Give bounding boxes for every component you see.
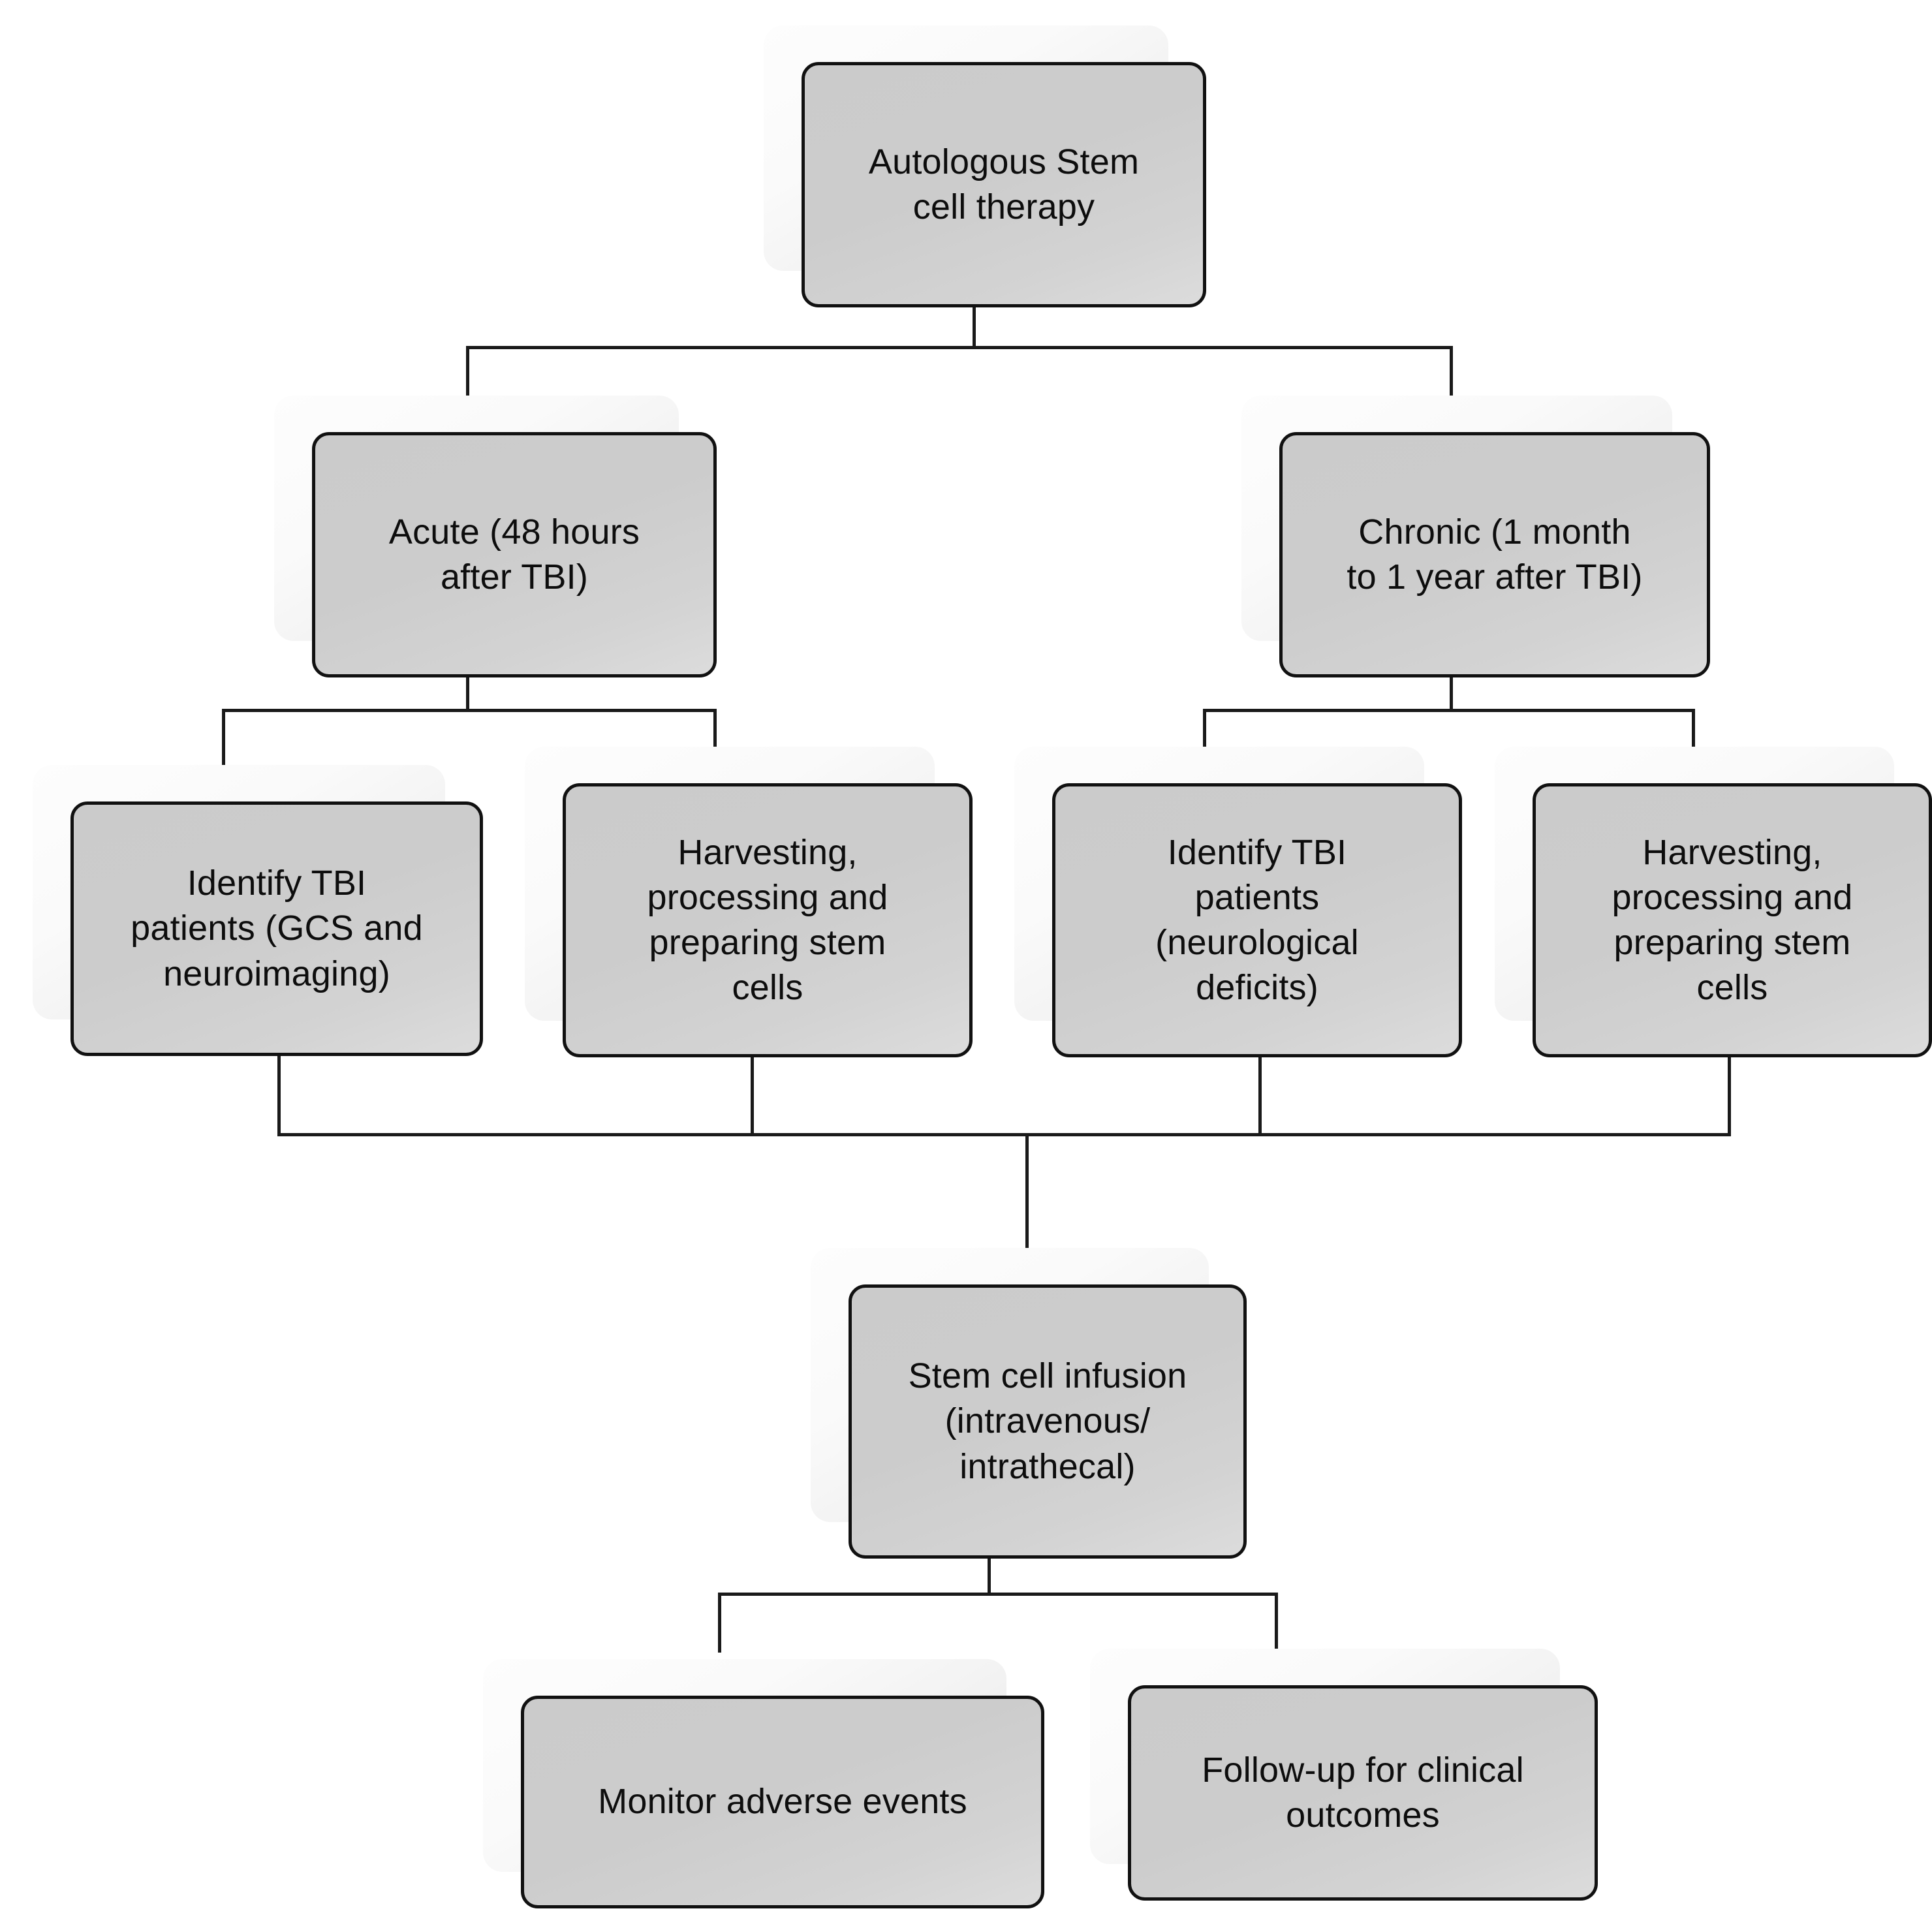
- node-chronic-face[interactable]: Chronic (1 month to 1 year after TBI): [1279, 432, 1710, 677]
- connector-to-harvest-chronic: [1692, 709, 1695, 765]
- node-acute-face[interactable]: Acute (48 hours after TBI): [312, 432, 717, 677]
- node-identify-chronic[interactable]: Identify TBI patients (neurological defi…: [1014, 747, 1462, 1057]
- connector-chronic-bar: [1203, 709, 1694, 712]
- connector-level1-bar: [466, 346, 1453, 349]
- node-chronic-label: Chronic (1 month to 1 year after TBI): [1347, 512, 1643, 597]
- node-identify-acute-label: Identify TBI patients (GCS and neuroimag…: [131, 863, 423, 993]
- node-root-label: Autologous Stem cell therapy: [868, 142, 1140, 226]
- node-harvest-chronic[interactable]: Harvesting, processing and preparing ste…: [1495, 747, 1932, 1057]
- node-followup-face[interactable]: Follow-up for clinical outcomes: [1128, 1685, 1598, 1901]
- node-acute[interactable]: Acute (48 hours after TBI): [274, 396, 717, 677]
- node-identify-chronic-label: Identify TBI patients (neurological defi…: [1155, 832, 1359, 1008]
- node-monitor[interactable]: Monitor adverse events: [483, 1659, 1044, 1908]
- connector-infusion-stem: [988, 1555, 991, 1595]
- node-root-face[interactable]: Autologous Stem cell therapy: [802, 62, 1206, 307]
- connector-merge-bar: [277, 1133, 1731, 1136]
- node-infusion-face[interactable]: Stem cell infusion (intravenous/ intrath…: [849, 1284, 1247, 1559]
- node-chronic[interactable]: Chronic (1 month to 1 year after TBI): [1241, 396, 1710, 677]
- node-followup[interactable]: Follow-up for clinical outcomes: [1090, 1649, 1598, 1901]
- node-followup-label: Follow-up for clinical outcomes: [1202, 1750, 1524, 1835]
- connector-merge-to-infusion: [1025, 1133, 1029, 1251]
- node-identify-acute[interactable]: Identify TBI patients (GCS and neuroimag…: [33, 765, 483, 1056]
- node-acute-label: Acute (48 hours after TBI): [388, 512, 640, 597]
- connector-identify-chronic-down: [1258, 1052, 1262, 1136]
- node-infusion-label: Stem cell infusion (intravenous/ intrath…: [908, 1356, 1187, 1486]
- node-monitor-label: Monitor adverse events: [598, 1782, 967, 1822]
- connector-to-followup: [1275, 1593, 1278, 1653]
- connector-to-harvest-acute: [713, 709, 717, 765]
- node-harvest-acute-face[interactable]: Harvesting, processing and preparing ste…: [563, 783, 973, 1057]
- node-identify-acute-face[interactable]: Identify TBI patients (GCS and neuroimag…: [70, 801, 483, 1056]
- connector-to-chronic: [1450, 346, 1453, 398]
- connector-to-monitor: [718, 1593, 721, 1653]
- connector-acute-bar: [222, 709, 717, 712]
- connector-chronic-stem: [1450, 667, 1453, 711]
- connector-root-stem: [973, 304, 976, 349]
- node-harvest-acute[interactable]: Harvesting, processing and preparing ste…: [525, 747, 973, 1057]
- connector-outcomes-bar: [718, 1593, 1278, 1596]
- node-identify-chronic-face[interactable]: Identify TBI patients (neurological defi…: [1052, 783, 1462, 1057]
- node-harvest-acute-label: Harvesting, processing and preparing ste…: [647, 832, 888, 1008]
- connector-harvest-chronic-down: [1728, 1052, 1731, 1136]
- connector-to-identify-chronic: [1203, 709, 1206, 765]
- connector-to-identify-acute: [222, 709, 225, 765]
- node-harvest-chronic-label: Harvesting, processing and preparing ste…: [1612, 832, 1853, 1008]
- node-harvest-chronic-face[interactable]: Harvesting, processing and preparing ste…: [1533, 783, 1932, 1057]
- connector-identify-acute-down: [277, 1052, 281, 1136]
- node-monitor-face[interactable]: Monitor adverse events: [521, 1696, 1044, 1908]
- connector-acute-stem: [466, 667, 469, 711]
- node-root[interactable]: Autologous Stem cell therapy: [764, 25, 1206, 307]
- node-infusion[interactable]: Stem cell infusion (intravenous/ intrath…: [811, 1248, 1247, 1559]
- connector-to-acute: [466, 346, 469, 398]
- connector-harvest-acute-down: [751, 1052, 754, 1136]
